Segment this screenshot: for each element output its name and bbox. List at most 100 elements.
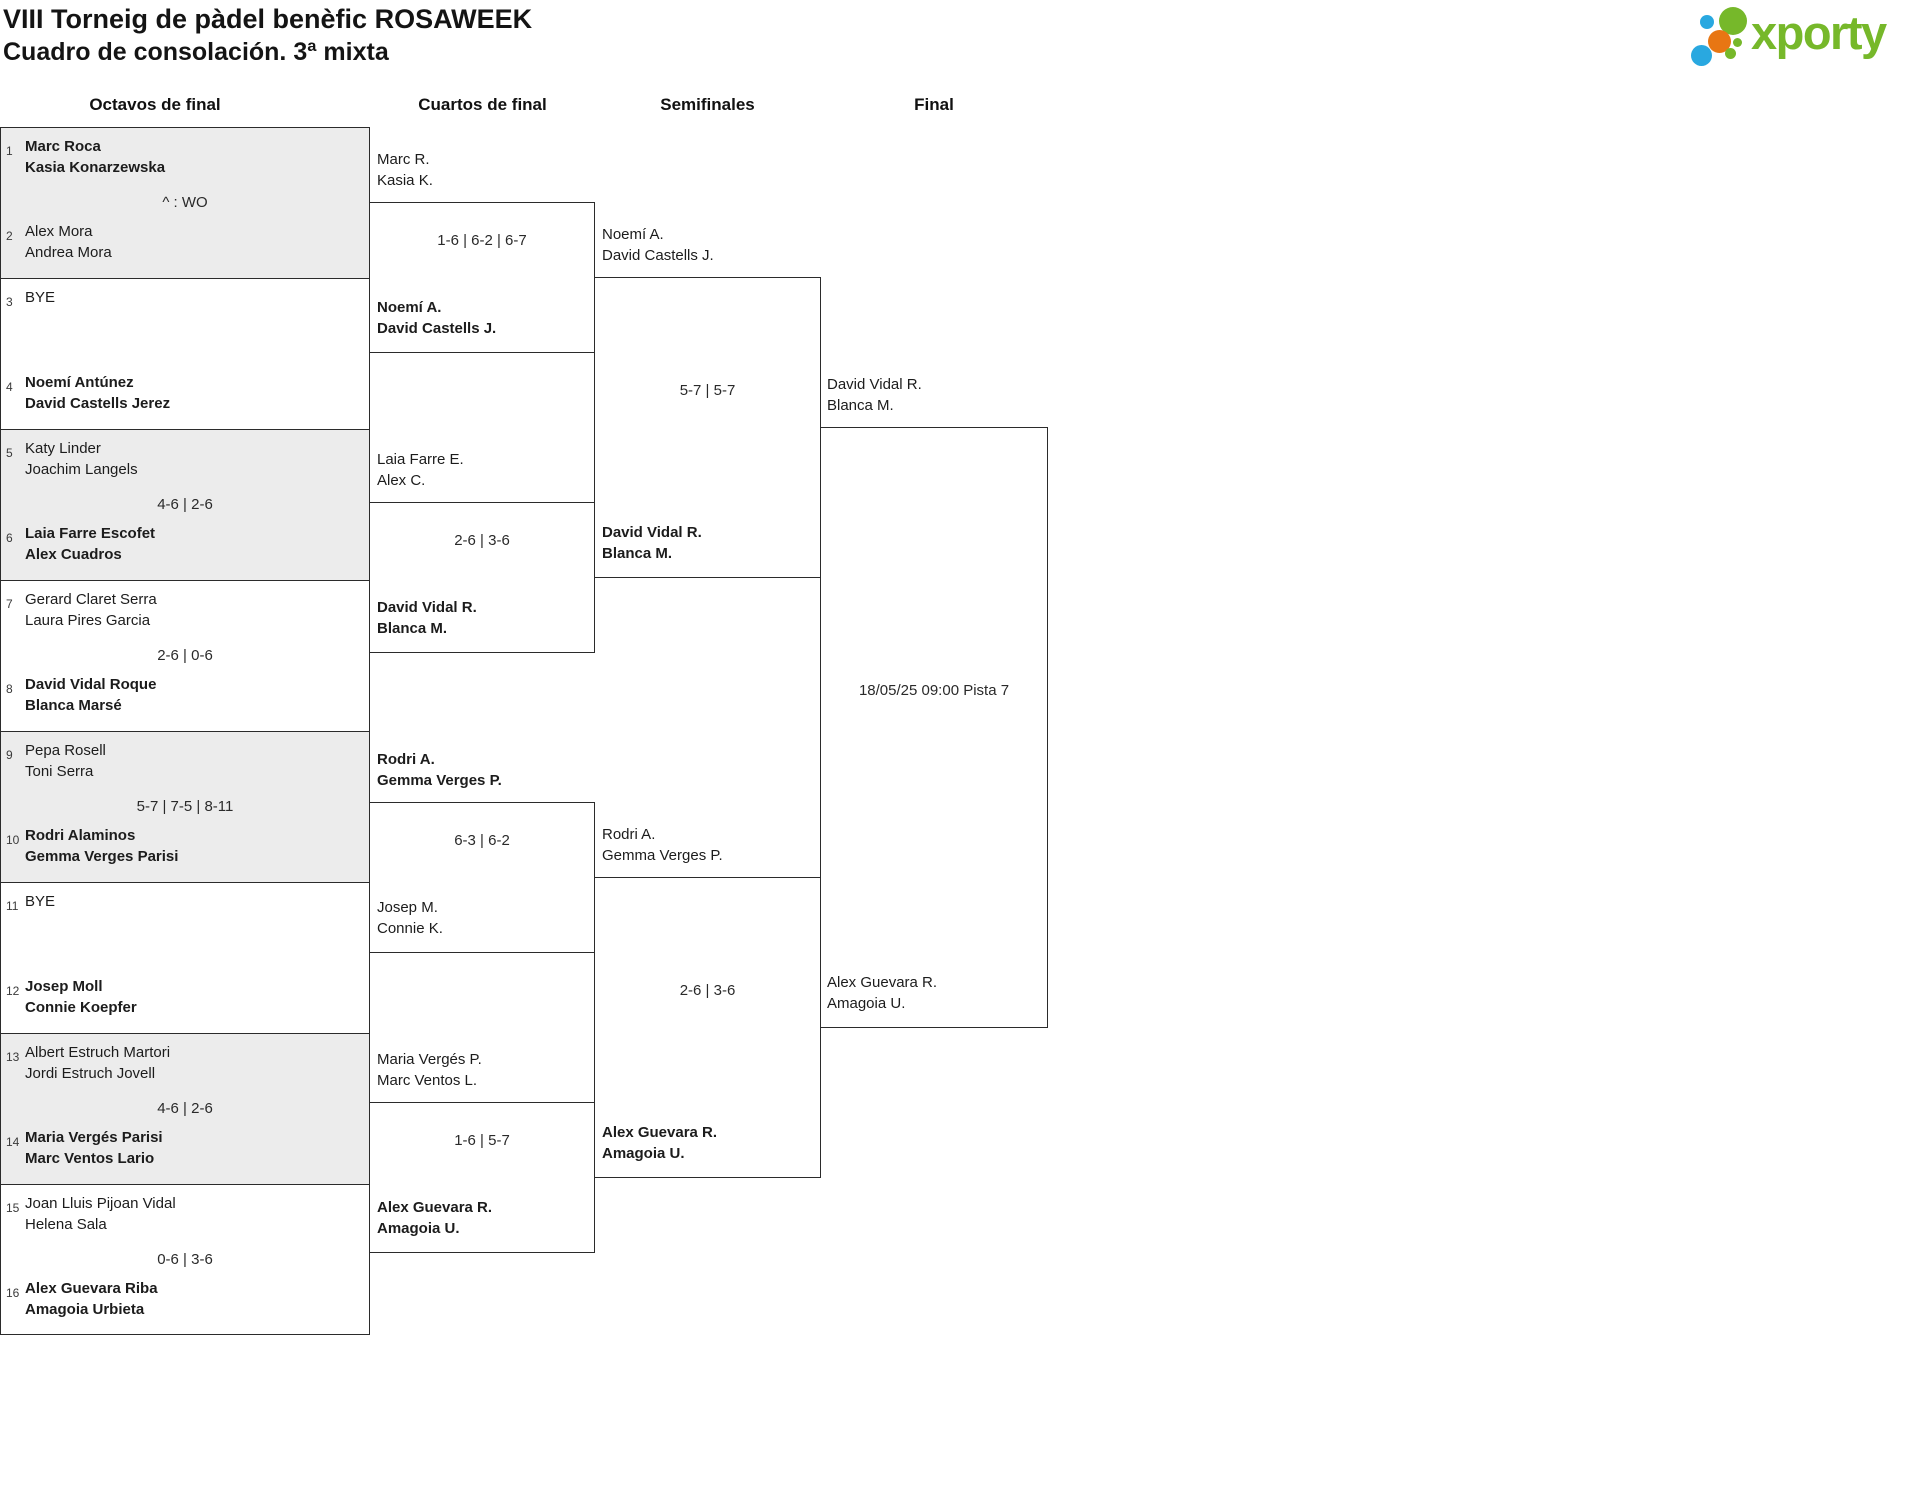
player-name: Alex Guevara R. [377,1199,493,1216]
match-score: 5-7 | 7-5 | 8-11 [136,798,234,815]
team-slot: Katy Linder Joachim Langels [25,438,138,480]
team-slot: Noemí A. David Castells J. [377,297,591,339]
player-name: Gemma Verges P. [602,847,723,864]
player-name: David Vidal R. [377,599,477,616]
player-name: BYE [25,893,56,910]
player-name: BYE [25,289,56,306]
player-name: Maria Vergés P. [377,1051,482,1068]
match-score: 1-6 | 6-2 | 6-7 [437,232,527,249]
player-name: Connie Koepfer [25,999,137,1016]
match-box-r16-1: 1 Marc Roca Kasia Konarzewska ^ : WO 2 A… [1,128,369,279]
player-name: Blanca Marsé [25,697,122,714]
match-box-r16-4: 7 Gerard Claret Serra Laura Pires Garcia… [1,581,369,732]
player-name: Marc Ventos Lario [25,1150,155,1167]
player-name: Blanca M. [827,397,894,414]
player-name: Jordi Estruch Jovell [25,1065,156,1082]
team-slot: Joan Lluis Pijoan Vidal Helena Sala [25,1193,176,1235]
team-slot: Marc Roca Kasia Konarzewska [25,136,165,178]
seed-number: 12 [6,984,20,998]
player-name: Joan Lluis Pijoan Vidal [25,1195,176,1212]
player-name: Blanca M. [377,620,448,637]
logo-dot-icon [1700,15,1714,29]
team-slot: David Vidal R. Blanca M. [602,522,816,564]
player-name: Alex Mora [25,223,93,240]
player-name: Noemí A. [602,226,664,243]
match-box-r16-6: 11 BYE 12 Josep Moll Connie Koepfer [1,883,369,1034]
final-schedule: 18/05/25 09:00 Pista 7 [858,682,1010,699]
xporty-logo[interactable]: xporty [1688,2,1904,70]
logo-dot-icon [1725,48,1736,59]
player-name: Blanca M. [602,545,673,562]
seed-number: 7 [6,597,13,611]
round-header-cuartos: Cuartos de final [418,95,547,114]
player-name: David Castells J. [602,247,714,264]
seed-number: 13 [6,1050,20,1064]
logo-dot-icon [1708,30,1731,53]
match-score: 4-6 | 2-6 [157,496,213,513]
match-box-r16-2: 3 BYE 4 Noemí Antúnez David Castells Jer… [1,279,369,430]
team-slot: Alex Guevara R. Amagoia U. [827,972,1041,1014]
player-name: Noemí Antúnez [25,374,134,391]
player-name: Gemma Verges P. [377,772,502,789]
team-slot: Alex Guevara Riba Amagoia Urbieta [25,1278,158,1320]
team-slot: Maria Vergés Parisi Marc Ventos Lario [25,1127,163,1169]
match-score: ^ : WO [162,194,208,211]
player-name: Connie K. [377,920,443,937]
seed-number: 11 [6,899,19,913]
player-name: Alex Guevara R. [827,974,938,991]
player-name: Joachim Langels [25,461,138,478]
match-score: 2-6 | 0-6 [157,647,213,664]
team-slot: Rodri Alaminos Gemma Verges Parisi [25,825,178,867]
seed-number: 14 [6,1135,20,1149]
match-box-r16-3: 5 Katy Linder Joachim Langels 4-6 | 2-6 … [1,430,369,581]
round-header-final: Final [914,95,954,114]
seed-number: 2 [6,229,13,243]
team-slot: Albert Estruch Martori Jordi Estruch Jov… [25,1042,170,1084]
player-name: Kasia K. [377,172,433,189]
player-name: Alex Guevara R. [602,1124,718,1141]
match-score: 0-6 | 3-6 [157,1251,213,1268]
player-name: Helena Sala [25,1216,107,1233]
player-name: Alex C. [377,472,426,489]
team-slot: David Vidal R. Blanca M. [377,597,591,639]
page-subtitle: Cuadro de consolación. 3ª mixta [3,38,389,66]
team-slot: Gerard Claret Serra Laura Pires Garcia [25,589,157,631]
player-name: Gerard Claret Serra [25,591,157,608]
player-name: Marc Roca [25,138,101,155]
player-name: Kasia Konarzewska [25,159,166,176]
team-slot: David Vidal R. Blanca M. [827,374,1041,416]
seed-number: 15 [6,1201,20,1215]
seed-number: 6 [6,531,13,545]
player-name: Katy Linder [25,440,101,457]
seed-number: 10 [6,833,20,847]
player-name: Amagoia U. [827,995,906,1012]
player-name: Pepa Rosell [25,742,106,759]
team-slot: Laia Farre Escofet Alex Cuadros [25,523,155,565]
match-score: 6-3 | 6-2 [454,832,510,849]
player-name: Marc R. [377,151,430,168]
match-score: 5-7 | 5-7 [679,382,736,399]
seed-number: 9 [6,748,13,762]
match-score: 4-6 | 2-6 [157,1100,213,1117]
team-slot: Alex Mora Andrea Mora [25,221,112,263]
seed-number: 1 [6,144,13,158]
match-score: 2-6 | 3-6 [679,982,736,999]
round-header-octavos: Octavos de final [89,95,221,114]
seed-number: 8 [6,682,13,696]
player-name: Amagoia U. [602,1145,685,1162]
team-slot: Rodri A. Gemma Verges P. [602,824,816,866]
team-slot: Maria Vergés P. Marc Ventos L. [377,1049,591,1091]
player-name: Amagoia Urbieta [25,1301,145,1318]
player-name: Laia Farre E. [377,451,464,468]
match-box-final [820,427,1048,1028]
team-slot: BYE [25,287,55,308]
octavos-column: 1 Marc Roca Kasia Konarzewska ^ : WO 2 A… [0,127,370,1335]
player-name: David Vidal Roque [25,676,157,693]
player-name: Amagoia U. [377,1220,460,1237]
player-name: Albert Estruch Martori [25,1044,171,1061]
player-name: Toni Serra [25,763,94,780]
player-name: Rodri A. [377,751,435,768]
player-name: Noemí A. [377,299,442,316]
match-score: 1-6 | 5-7 [454,1132,510,1149]
